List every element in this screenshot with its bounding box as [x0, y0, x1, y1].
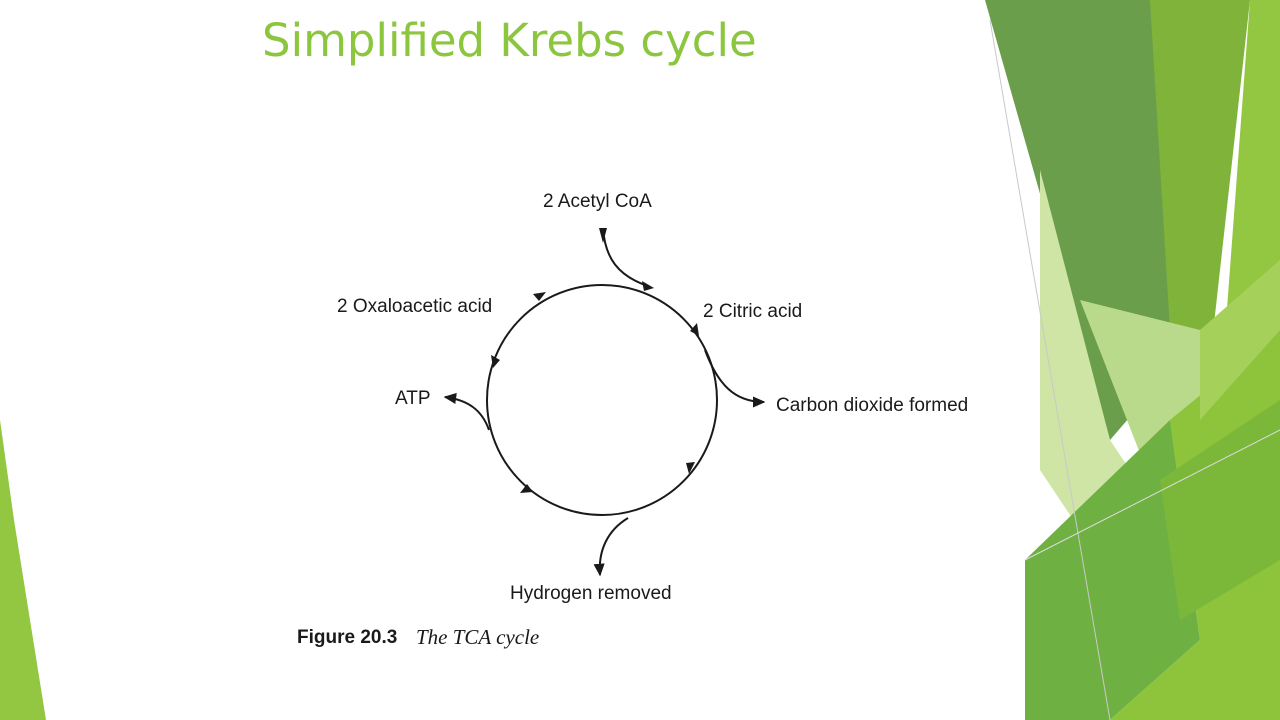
label-hydrogen: Hydrogen removed	[510, 583, 672, 604]
acetyl-coa-input-arrow	[602, 227, 649, 287]
label-citric-acid: 2 Citric acid	[703, 301, 802, 322]
label-oxaloacetic-acid: 2 Oxaloacetic acid	[337, 296, 492, 317]
figure-number: Figure 20.3	[297, 627, 397, 648]
atp-output-arrow	[443, 392, 490, 431]
cycle-circle	[486, 284, 718, 516]
cycle-direction-arrows	[491, 281, 699, 493]
label-acetyl-coa: 2 Acetyl CoA	[543, 191, 652, 212]
label-atp: ATP	[395, 388, 431, 409]
slide-title: Simplified Krebs cycle	[262, 14, 757, 67]
figure-title: The TCA cycle	[416, 625, 539, 649]
carbon-dioxide-output-arrow	[704, 349, 766, 408]
hydrogen-output-arrow	[593, 517, 629, 577]
label-carbon-dioxide: Carbon dioxide formed	[776, 395, 968, 416]
